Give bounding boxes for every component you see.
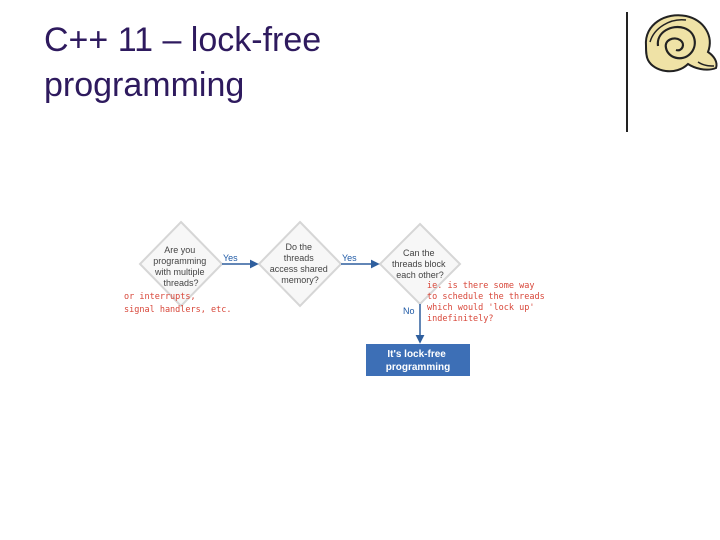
slide-title: C++ 11 – lock-free programming <box>44 18 321 108</box>
annotation-right-line-2: to schedule the threads <box>427 292 545 302</box>
annotation-right-line-1: ie. is there some way <box>427 281 534 291</box>
annotation-left-line-2: signal handlers, etc. <box>124 305 231 315</box>
node-3-line-2: threads block <box>392 259 446 269</box>
node-2-line-4: memory? <box>281 275 319 285</box>
node-2-line-3: access shared <box>270 264 328 274</box>
result-text: It's lock-free programming <box>386 349 450 373</box>
node-3-text: Can the threads block each other? <box>392 248 448 280</box>
node-2-text: Do the threads access shared memory? <box>270 242 331 285</box>
title-divider <box>626 12 628 132</box>
edge-label-yes-2: Yes <box>342 253 357 263</box>
node-3-line-3: each other? <box>396 270 444 280</box>
node-1-line-4: threads? <box>163 278 198 288</box>
result-box <box>366 344 470 376</box>
edge-label-yes-1: Yes <box>223 253 238 263</box>
annotation-right-line-3: which would 'lock up' <box>427 303 534 313</box>
node-1-text: Are you programming with multiple thread… <box>153 245 209 288</box>
annotation-left-line-1: or interrupts, <box>124 292 196 302</box>
node-2-line-1: Do the <box>285 242 312 252</box>
decision-diamond-shared-memory <box>257 220 343 308</box>
node-1-line-2: programming <box>153 256 206 266</box>
annotation-right-line-4: indefinitely? <box>427 314 494 324</box>
node-1-line-3: with multiple <box>154 267 205 277</box>
node-3-line-1: Can the <box>403 248 435 258</box>
node-2-line-2: threads <box>284 253 315 263</box>
result-line-1: It's lock-free <box>387 349 446 360</box>
snail-shell-icon <box>644 14 718 73</box>
annotation-right: ie. is there some way to schedule the th… <box>427 281 550 324</box>
edge-label-no: No <box>403 306 415 316</box>
node-1-line-1: Are you <box>164 245 195 255</box>
slide-title-line-2: programming <box>44 66 245 104</box>
slide-title-line-1: C++ 11 – lock-free <box>44 21 322 59</box>
annotation-left: or interrupts, signal handlers, etc. <box>124 292 231 315</box>
result-line-2: programming <box>386 362 450 373</box>
decision-diamond-threads <box>138 220 224 308</box>
